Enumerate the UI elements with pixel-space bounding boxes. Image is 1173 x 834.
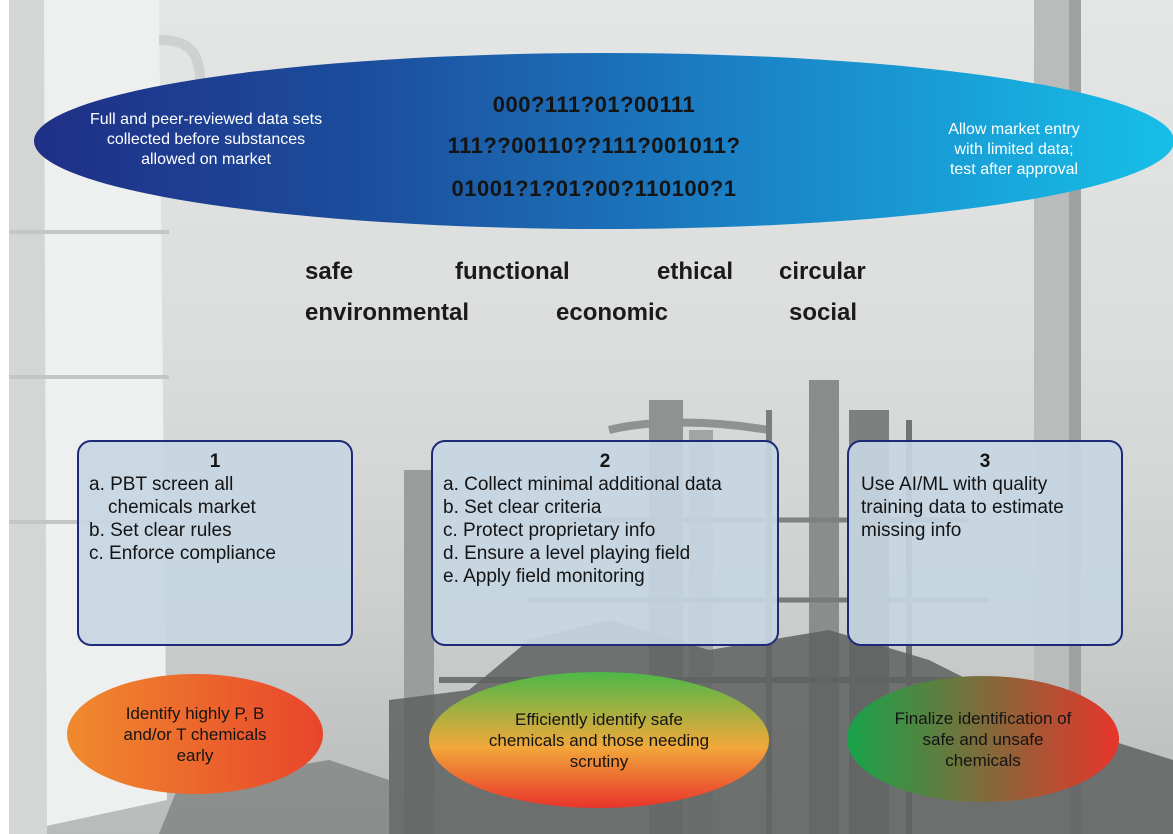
limited-data-label: Allow market entry with limited data; te…	[914, 120, 1114, 180]
step-box-1: 1 a. PBT screen all chemicals market b. …	[77, 440, 353, 646]
outcome-line: chemicals	[945, 750, 1021, 770]
full-data-label-line: collected before substances	[106, 131, 306, 148]
step-item: training data to estimate	[861, 497, 1064, 518]
step-item: Use AI/ML with quality	[861, 474, 1048, 495]
step-item: chemicals market	[108, 497, 256, 518]
step-item: c. Enforce compliance	[89, 543, 276, 564]
outcome-line: Efficiently identify safe	[515, 709, 683, 729]
step-list: a. Collect minimal additional data b. Se…	[433, 473, 777, 588]
step-number: 2	[599, 451, 611, 472]
step-box-2: 2 a. Collect minimal additional data b. …	[431, 440, 779, 646]
binary-string-line: 01001?1?01?00?110100?1	[451, 176, 737, 201]
limited-data-label-line: test after approval	[949, 161, 1079, 178]
binary-string-line: 000?111?01?00111	[492, 92, 696, 117]
outcome-ellipse-2: Efficiently identify safe chemicals and …	[429, 672, 769, 808]
step-list: Use AI/ML with quality training data to …	[849, 473, 1121, 542]
step-item: missing info	[861, 520, 962, 541]
step-item: a. PBT screen all	[89, 474, 234, 495]
outcome-ellipse-1: Identify highly P, B and/or T chemicals …	[67, 674, 323, 794]
outcome-line: early	[176, 745, 214, 765]
outcome-line: Finalize identification of	[894, 708, 1072, 728]
full-data-label-line: allowed on market	[141, 151, 271, 168]
step-number: 1	[209, 451, 221, 472]
criterion-word: economic	[556, 299, 669, 326]
step-item: e. Apply field monitoring	[443, 566, 645, 587]
criterion-word: functional	[455, 258, 570, 285]
full-data-label-line: Full and peer-reviewed data sets	[89, 111, 323, 128]
binary-string-line: 111??00110??111?001011?	[447, 133, 741, 158]
outcome-ellipse-3: Finalize identification of safe and unsa…	[847, 676, 1119, 802]
step-list: a. PBT screen all chemicals market b. Se…	[79, 473, 351, 565]
outcome-line: and/or T chemicals	[123, 724, 267, 744]
criterion-word: environmental	[305, 299, 470, 326]
limited-data-label-line: with limited data;	[954, 141, 1074, 158]
criterion-word: safe	[305, 258, 354, 285]
criterion-word: circular	[779, 258, 866, 285]
criterion-word: ethical	[657, 258, 734, 285]
criterion-word: social	[789, 299, 858, 326]
step-item: b. Set clear criteria	[443, 497, 602, 518]
outcome-line: scrutiny	[569, 751, 629, 771]
diagram-canvas: Full and peer-reviewed data sets collect…	[9, 0, 1173, 834]
step-item: d. Ensure a level playing field	[443, 543, 691, 564]
outcome-line: safe and unsafe	[922, 729, 1044, 749]
outcome-line: chemicals and those needing	[488, 730, 710, 750]
data-requirement-spectrum-ellipse	[34, 53, 1173, 229]
limited-data-label-line: Allow market entry	[948, 121, 1080, 138]
outcome-line: Identify highly P, B	[125, 703, 265, 723]
step-item: b. Set clear rules	[89, 520, 232, 541]
full-data-label: Full and peer-reviewed data sets collect…	[71, 110, 341, 170]
step-box-3: 3 Use AI/ML with quality training data t…	[847, 440, 1123, 646]
step-number: 3	[979, 451, 991, 472]
step-item: c. Protect proprietary info	[443, 520, 656, 541]
step-item: a. Collect minimal additional data	[443, 474, 722, 495]
